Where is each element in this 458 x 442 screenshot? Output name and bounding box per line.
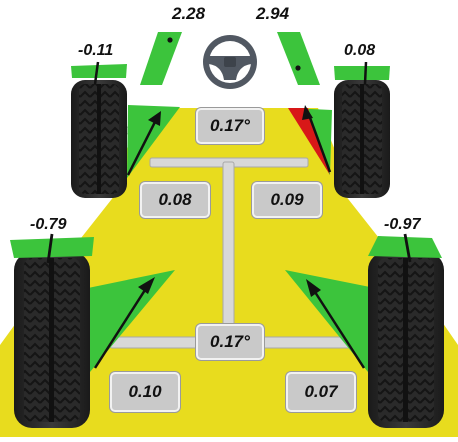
rear-right-camber-fan bbox=[368, 236, 442, 258]
front-right-tire bbox=[334, 80, 390, 198]
front-left-camber-fan bbox=[71, 64, 127, 78]
front-left-toe-fan bbox=[127, 105, 180, 178]
rear-right-toe-fan bbox=[285, 270, 375, 372]
steering-right-value: 2.94 bbox=[256, 4, 290, 23]
front-right-toe-box: 0.09 bbox=[252, 182, 322, 218]
rear-left-camber-fan bbox=[10, 237, 94, 258]
front-zone bbox=[115, 108, 345, 200]
rear-total-toe-box: 0.17° bbox=[196, 324, 264, 360]
front-left-tire bbox=[71, 80, 127, 198]
rear-left-tire bbox=[14, 252, 90, 428]
front-right-toe-out bbox=[288, 108, 330, 175]
steering-wheel-icon bbox=[203, 35, 257, 89]
rear-right-tire bbox=[368, 252, 444, 428]
rear-right-camber-value: -0.97 bbox=[384, 216, 421, 233]
front-right-camber-fan bbox=[334, 66, 390, 80]
steering-left-indicator bbox=[140, 32, 182, 85]
rear-right-toe-box: 0.07 bbox=[286, 372, 356, 412]
steering-right-indicator bbox=[277, 32, 320, 85]
steering-left-value: 2.28 bbox=[172, 4, 206, 23]
front-right-camber-value: 0.08 bbox=[344, 42, 376, 59]
rear-left-camber-value: -0.79 bbox=[30, 216, 67, 233]
front-left-camber-value: -0.11 bbox=[78, 42, 114, 59]
rear-left-toe-box: 0.10 bbox=[110, 372, 180, 412]
front-total-toe-box: 0.17° bbox=[196, 108, 264, 144]
front-left-toe-box: 0.08 bbox=[140, 182, 210, 218]
